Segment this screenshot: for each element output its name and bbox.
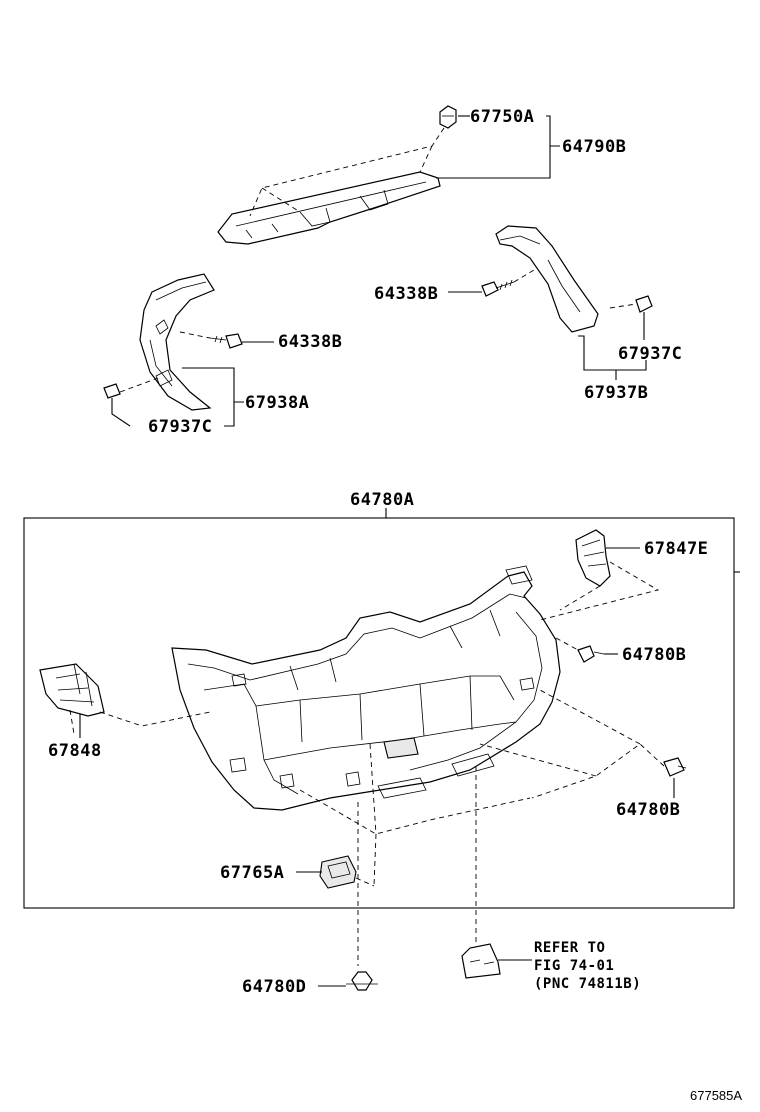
bracket-67847E [575,529,611,587]
label-67847E: 67847E [644,539,708,559]
label-67937C-left: 67937C [148,417,212,437]
dashed-guide-67847E [539,561,660,621]
label-64780B-lower: 64780B [616,800,680,820]
dashed-guides-64790B [249,127,445,217]
label-64780D: 64780D [242,977,306,997]
clip-67937C-left [103,383,121,399]
assembly-box-64780A [23,517,735,909]
bracket-64790B [436,115,560,179]
dashed-guide-64338B-right [513,269,535,283]
pillar-trim-67937B [495,225,599,333]
dashed-guides-bottom [299,743,531,966]
dashed-guide-67848 [69,709,211,735]
refer-note-line2: FIG 74-01 [534,958,614,974]
dashed-guide-67765A [355,877,375,887]
bracket-67937B [578,335,647,380]
refer-note-line1: REFER TO [534,940,605,956]
label-67750A: 67750A [470,107,534,127]
leader-67937C-left [111,367,244,427]
dashed-guide-64780B-lower [479,689,665,799]
label-64780B-upper: 64780B [622,645,686,665]
label-67938A: 67938A [245,393,309,413]
label-67765A: 67765A [220,863,284,883]
label-67937C-right: 67937C [618,344,682,364]
clip-67750A [439,105,457,129]
dashed-guide-67937C-left [119,377,159,393]
dashed-guide-64338B-left [179,331,211,339]
garnish-64790B [217,171,441,245]
screw-64338B-left [209,333,243,349]
cover-67765A [319,855,357,889]
figure-id: 677585A [690,1088,742,1103]
pillar-trim-67938A [139,273,215,411]
label-64338B-right: 64338B [374,284,438,304]
label-67937B: 67937B [584,383,648,403]
screw-64338B-right [481,279,515,297]
label-67848: 67848 [48,741,102,761]
label-64780A: 64780A [350,490,414,510]
dashed-guide-67937C-right [609,303,637,309]
refer-note-line3: (PNC 74811B) [534,976,641,992]
dashed-guide-64780B-upper [555,637,579,651]
label-64790B: 64790B [562,137,626,157]
ref-part-74811B [461,943,501,979]
clip-64780D [346,971,378,991]
bracket-67848 [39,663,105,717]
clip-64780B-lower [663,757,687,777]
label-64338B-left: 64338B [278,332,342,352]
clip-64780B-upper [577,645,605,663]
back-door-trim-panel [171,565,561,811]
clip-67937C-right [635,295,653,313]
